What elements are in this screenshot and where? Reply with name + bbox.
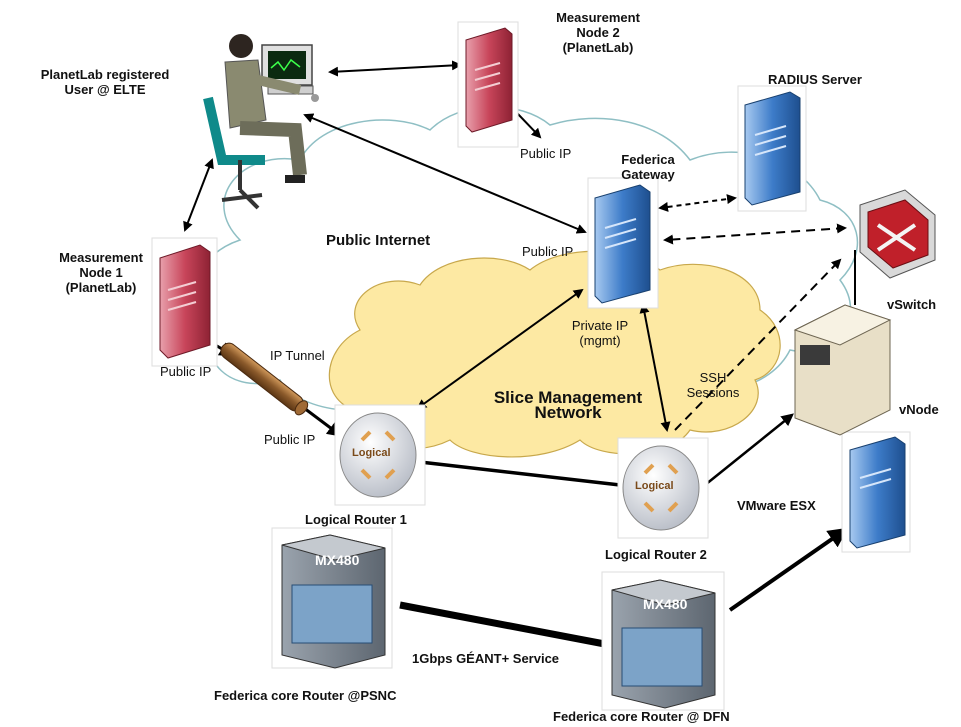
user-label-line1: PlanetLab registered: [40, 67, 170, 82]
gateway-label: Federica Gateway: [608, 152, 688, 182]
ssh-sessions-label: SSH Sessions: [678, 370, 748, 400]
mnode2-label-line3: (PlanetLab): [562, 40, 634, 55]
public-internet-label: Public Internet: [326, 232, 431, 249]
logical-router-1-label: Logical Router 1: [305, 512, 407, 527]
private-ip-line2: (mgmt): [579, 333, 621, 348]
user-label-line2: User @ ELTE: [64, 82, 146, 97]
measurement-node-1-server: [151, 237, 218, 367]
core-router-dfn-label: Federica core Router @ DFN: [553, 709, 730, 724]
user-workstation: [203, 34, 319, 210]
measurement-node-2-server: [457, 21, 519, 148]
radius-server: [737, 85, 807, 212]
vswitch-device: [859, 189, 936, 279]
logical-router-2-label: Logical Router 2: [605, 547, 707, 562]
vswitch-label: vSwitch: [887, 297, 937, 312]
geant-service-label: 1Gbps GÉANT+ Service: [412, 651, 560, 666]
vnode-tower: [793, 304, 892, 436]
mnode1-label-line1: Measurement: [59, 250, 143, 265]
user-label: PlanetLab registered User @ ELTE: [20, 67, 190, 97]
gateway-label-line2: Gateway: [621, 167, 675, 182]
slice-management-line2: Network: [534, 403, 602, 422]
vmware-esx-server: [841, 431, 911, 553]
radius-label: RADIUS Server: [768, 72, 862, 87]
mnode2-label-line2: Node 2: [576, 25, 620, 40]
vmware-label: VMware ESX: [737, 498, 816, 513]
federica-gateway-server: [587, 177, 659, 309]
ip-tunnel-label: IP Tunnel: [270, 348, 325, 363]
slice-management-line1: Slice Management: [493, 388, 643, 407]
ssh-line1: SSH: [699, 370, 727, 385]
logical-router-2: [617, 437, 709, 539]
mnode2-label-line1: Measurement: [556, 10, 640, 25]
mx480-router-psnc: [271, 527, 393, 669]
mx480-label-psnc: MX480: [315, 552, 360, 568]
logical-router-1: [334, 404, 426, 506]
private-ip-label: Private IP (mgmt): [560, 318, 640, 348]
mx480-router-dfn: [601, 571, 725, 711]
mnode2-label: Measurement Node 2 (PlanetLab): [528, 10, 668, 55]
slice-management-label: Slice Management Network: [468, 388, 668, 422]
mnode1-label-line3: (PlanetLab): [65, 280, 137, 295]
mnode1-label-line2: Node 1: [79, 265, 123, 280]
public-ip-lr1: Public IP: [264, 432, 316, 447]
public-ip-gateway: Public IP: [522, 244, 574, 259]
ip-tunnel: [220, 342, 309, 416]
ssh-line2: Sessions: [686, 385, 740, 400]
mx480-label-dfn: MX480: [643, 596, 688, 612]
logical-text-1: Logical: [352, 447, 391, 459]
public-ip-mn1: Public IP: [160, 364, 212, 379]
mnode1-label: Measurement Node 1 (PlanetLab): [42, 250, 160, 295]
private-ip-line1: Private IP: [571, 318, 629, 333]
core-router-psnc-label: Federica core Router @PSNC: [214, 688, 397, 703]
logical-text-2: Logical: [635, 480, 674, 492]
vnode-label: vNode: [899, 402, 939, 417]
gateway-label-line1: Federica: [621, 152, 675, 167]
public-ip-mn2: Public IP: [520, 146, 572, 161]
